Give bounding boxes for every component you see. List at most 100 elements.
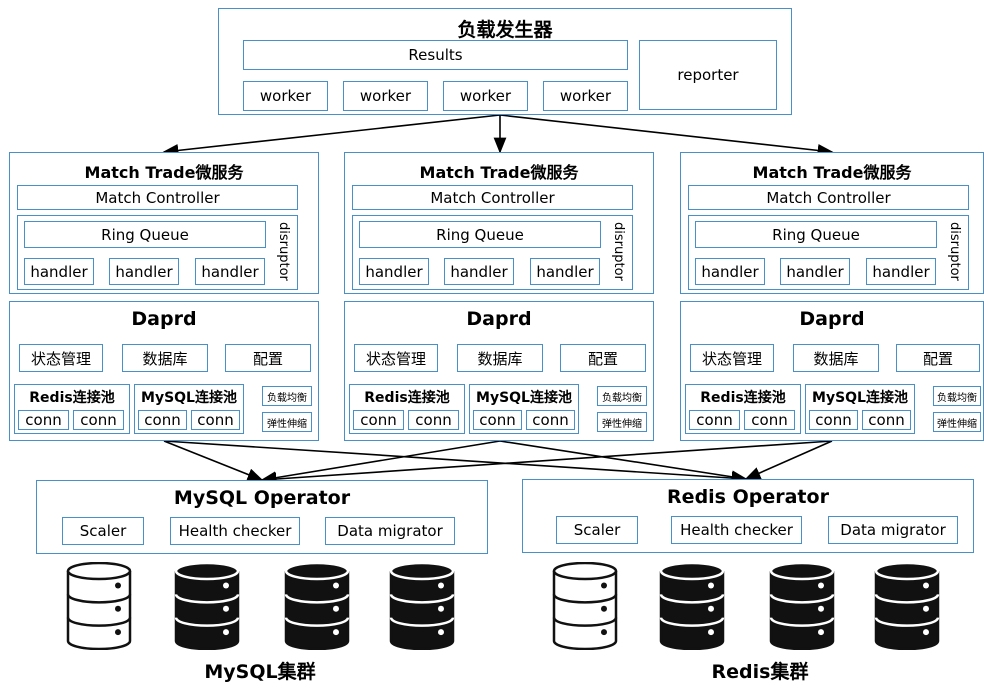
- arrow-d2-redis: [499, 440, 748, 484]
- disruptor-panel: Ring Queue handler handler handler disru…: [688, 215, 969, 290]
- load-balance-box: 负载均衡: [933, 386, 981, 406]
- match-controller: Match Controller: [352, 185, 633, 210]
- load-balance-box: 负载均衡: [597, 386, 647, 406]
- config-box: 配置: [896, 344, 980, 372]
- state-management-box: 状态管理: [19, 344, 103, 372]
- arrow-d3-redis: [744, 440, 833, 480]
- mysql-database-icon: [284, 562, 350, 650]
- mysql-pool: MySQL连接池 conn conn: [134, 384, 244, 434]
- worker-box: worker: [443, 81, 528, 111]
- conn-box: conn: [73, 410, 124, 430]
- redis-pool: Redis连接池 conn conn: [349, 384, 465, 434]
- daprd-panel-1: Daprd 状态管理 数据库 配置 Redis连接池 conn conn MyS…: [9, 301, 319, 441]
- state-management-box: 状态管理: [354, 344, 438, 372]
- handler-box: handler: [530, 258, 600, 285]
- handler-box: handler: [109, 258, 179, 285]
- ring-queue: Ring Queue: [24, 221, 266, 248]
- match-controller: Match Controller: [688, 185, 969, 210]
- service-title: Match Trade微服务: [752, 163, 912, 182]
- load-generator-title: 负载发生器: [457, 19, 553, 41]
- daprd-title: Daprd: [466, 308, 532, 330]
- service-title: Match Trade微服务: [419, 163, 579, 182]
- conn-box: conn: [191, 410, 240, 430]
- mysql-database-icon: [389, 562, 455, 650]
- elastic-scaling-box: 弹性伸缩: [262, 412, 312, 432]
- scaler-box: Scaler: [556, 516, 638, 544]
- conn-box: conn: [526, 410, 575, 430]
- handler-box: handler: [195, 258, 265, 285]
- redis-pool: Redis连接池 conn conn: [14, 384, 130, 434]
- conn-box: conn: [862, 410, 911, 430]
- mysql-operator-title: MySQL Operator: [173, 487, 351, 509]
- conn-box: conn: [408, 410, 459, 430]
- health-checker-box: Health checker: [671, 516, 802, 544]
- mysql-pool-label: MySQL连接池: [141, 390, 237, 406]
- redis-cluster-label: Redis集群: [711, 661, 809, 683]
- reporter-box: reporter: [639, 40, 777, 110]
- daprd-panel-2: Daprd 状态管理 数据库 配置 Redis连接池 conn conn MyS…: [344, 301, 654, 441]
- scaler-box: Scaler: [62, 517, 144, 545]
- conn-box: conn: [744, 410, 795, 430]
- conn-box: conn: [809, 410, 858, 430]
- worker-box: worker: [343, 81, 428, 111]
- load-balance-box: 负载均衡: [262, 386, 312, 406]
- handler-box: handler: [780, 258, 850, 285]
- database-box: 数据库: [457, 344, 543, 372]
- match-trade-service-2: Match Trade微服务 Match Controller Ring Que…: [344, 152, 654, 294]
- redis-pool-label: Redis连接池: [700, 390, 786, 406]
- mysql-pool: MySQL连接池 conn conn: [805, 384, 915, 434]
- disruptor-panel: Ring Queue handler handler handler disru…: [352, 215, 633, 290]
- mysql-pool-label: MySQL连接池: [476, 390, 572, 406]
- results-box: Results: [243, 40, 628, 70]
- database-box: 数据库: [793, 344, 879, 372]
- redis-database-icon: [874, 562, 940, 650]
- mysql-pool: MySQL连接池 conn conn: [469, 384, 579, 434]
- redis-pool-label: Redis连接池: [364, 390, 450, 406]
- mysql-operator-panel: MySQL Operator Scaler Health checker Dat…: [36, 480, 488, 554]
- handler-box: handler: [866, 258, 936, 285]
- arrow-d3-mysql: [260, 440, 833, 486]
- disruptor-label: disruptor: [611, 222, 626, 281]
- match-controller: Match Controller: [17, 185, 298, 210]
- service-title: Match Trade微服务: [84, 163, 244, 182]
- disruptor-label: disruptor: [276, 222, 291, 281]
- conn-box: conn: [353, 410, 404, 430]
- data-migrator-box: Data migrator: [828, 516, 958, 544]
- redis-database-icon: [769, 562, 835, 650]
- disruptor-panel: Ring Queue handler handler handler disru…: [17, 215, 298, 290]
- arrow-d2-mysql: [260, 440, 501, 484]
- disruptor-label: disruptor: [947, 222, 962, 281]
- database-box: 数据库: [122, 344, 208, 372]
- mysql-database-icon: [174, 562, 240, 650]
- elastic-scaling-box: 弹性伸缩: [597, 412, 647, 432]
- handler-box: handler: [444, 258, 514, 285]
- data-migrator-box: Data migrator: [325, 517, 455, 545]
- mysql-cluster-label: MySQL集群: [204, 661, 316, 683]
- config-box: 配置: [560, 344, 646, 372]
- conn-box: conn: [138, 410, 187, 430]
- match-trade-service-3: Match Trade微服务 Match Controller Ring Que…: [680, 152, 984, 294]
- ring-queue: Ring Queue: [359, 221, 601, 248]
- daprd-panel-3: Daprd 状态管理 数据库 配置 Redis连接池 conn conn MyS…: [680, 301, 984, 441]
- config-box: 配置: [225, 344, 311, 372]
- health-checker-box: Health checker: [170, 517, 300, 545]
- mysql-database-icon: [66, 562, 132, 650]
- handler-box: handler: [695, 258, 765, 285]
- redis-pool: Redis连接池 conn conn: [685, 384, 801, 434]
- conn-box: conn: [689, 410, 740, 430]
- match-trade-service-1: Match Trade微服务 Match Controller Ring Que…: [9, 152, 319, 294]
- load-generator-panel: 负载发生器 Results reporter worker worker wor…: [218, 8, 792, 115]
- redis-database-icon: [659, 562, 725, 650]
- conn-box: conn: [473, 410, 522, 430]
- worker-box: worker: [543, 81, 628, 111]
- handler-box: handler: [359, 258, 429, 285]
- arrow-d1-mysql: [163, 440, 264, 481]
- conn-box: conn: [18, 410, 69, 430]
- elastic-scaling-box: 弹性伸缩: [933, 412, 981, 432]
- daprd-title: Daprd: [131, 308, 197, 330]
- redis-operator-title: Redis Operator: [667, 486, 829, 508]
- arrow-d1-redis: [163, 440, 748, 485]
- ring-queue: Ring Queue: [695, 221, 937, 248]
- daprd-title: Daprd: [799, 308, 865, 330]
- arrow-lg-to-svc3: [499, 114, 834, 157]
